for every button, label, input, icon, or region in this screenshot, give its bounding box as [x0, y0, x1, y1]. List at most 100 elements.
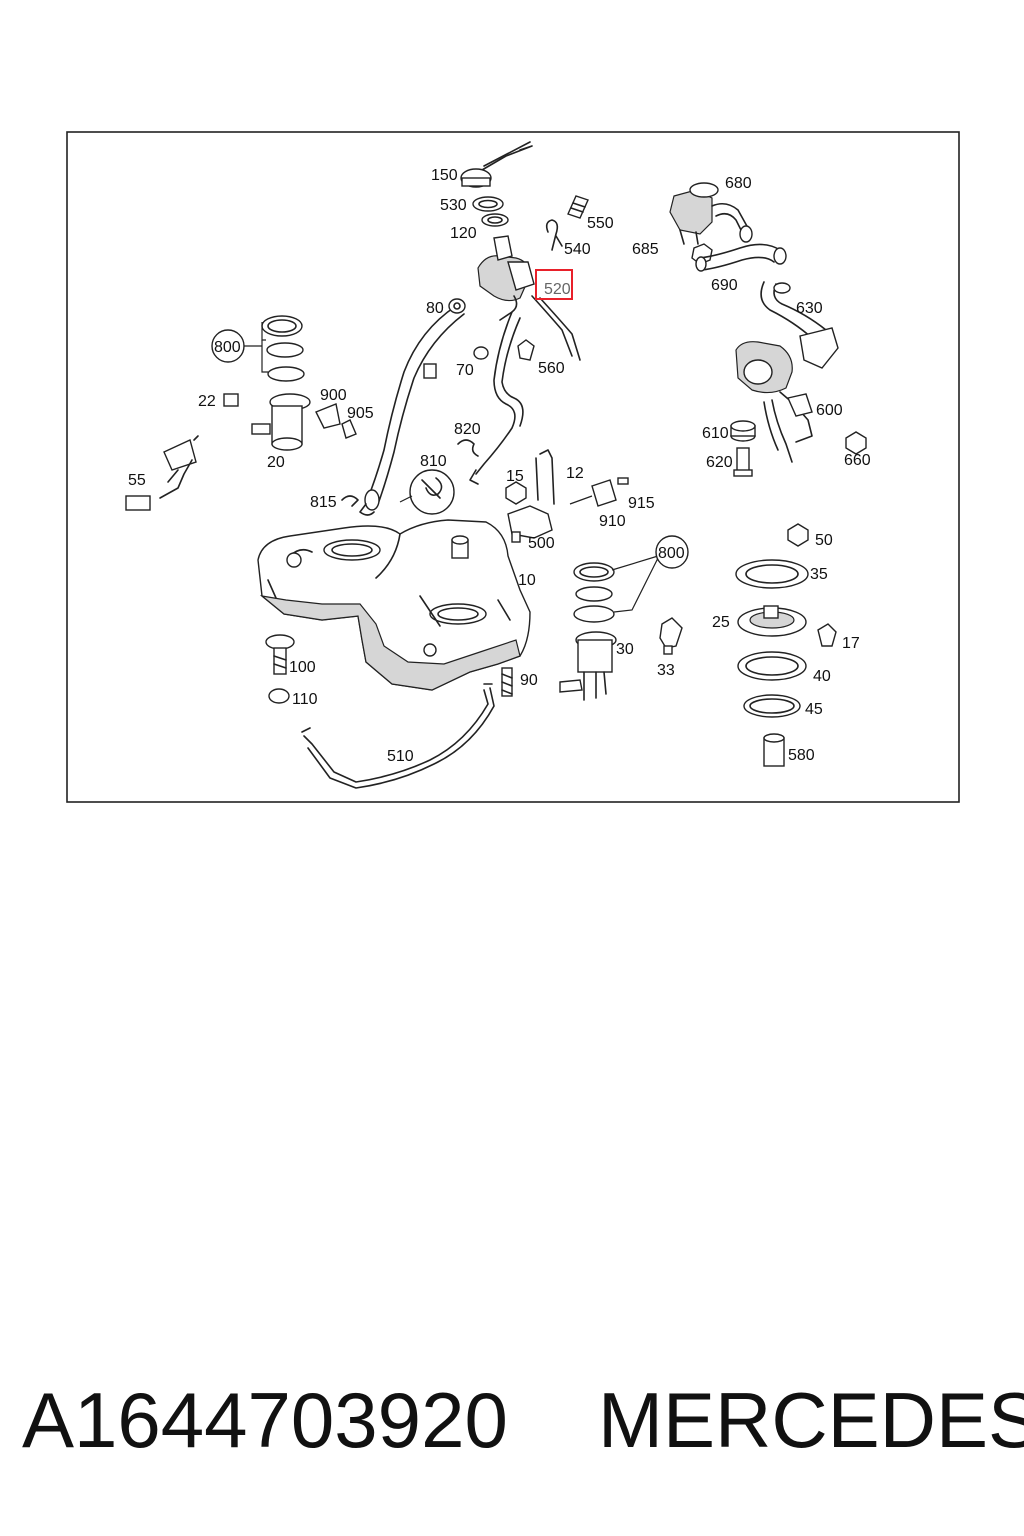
hose-550	[567, 195, 589, 219]
label-910: 910	[599, 513, 626, 530]
part-number: A1644703920	[22, 1376, 508, 1464]
filler-cap-150	[460, 141, 533, 188]
connector-17	[817, 623, 837, 647]
label-900: 900	[320, 387, 347, 404]
bolt-620	[733, 447, 753, 477]
flange-25	[737, 605, 807, 637]
nut-50	[787, 523, 809, 547]
filler-neck-assembly	[359, 235, 581, 516]
label-90: 90	[520, 672, 538, 689]
mount-100	[265, 634, 295, 675]
valve-910	[569, 479, 617, 507]
bushing-610	[730, 420, 756, 442]
hose-630	[760, 281, 839, 369]
label-17: 17	[842, 635, 860, 652]
label-15: 15	[506, 468, 524, 485]
screw-90	[501, 667, 513, 697]
nut-660	[845, 431, 867, 455]
grommet-80-hole	[453, 302, 461, 310]
seal-530	[472, 196, 504, 212]
gasket-800-right	[573, 605, 615, 623]
level-sensor-55	[125, 435, 199, 511]
label-33: 33	[657, 662, 675, 679]
label-560: 560	[538, 360, 565, 377]
label-100: 100	[289, 659, 316, 676]
ring-120	[481, 213, 509, 227]
ring-120-inner	[487, 216, 503, 224]
label-660: 660	[844, 452, 871, 469]
canister-600	[735, 341, 813, 463]
grommet-80	[448, 298, 466, 314]
tool-810	[399, 469, 455, 515]
ring-35	[735, 559, 809, 589]
sensor-500	[507, 505, 553, 543]
ring-800-right	[573, 562, 615, 582]
valve-905	[341, 419, 357, 439]
label-520: 520	[544, 281, 571, 298]
tensioning-ring-800-left	[261, 315, 303, 341]
label-30: 30	[616, 641, 634, 658]
label-580: 580	[788, 747, 815, 764]
brand-name: MERCEDES	[598, 1376, 1024, 1464]
seal-800-right	[575, 586, 613, 602]
nut-15	[505, 481, 527, 505]
valve-680	[669, 182, 753, 245]
label-810: 810	[420, 453, 447, 470]
label-540: 540	[564, 241, 591, 258]
label-600: 600	[816, 402, 843, 419]
label-70: 70	[456, 362, 474, 379]
label-620: 620	[706, 454, 733, 471]
hose-690	[695, 243, 787, 272]
valve-900	[315, 403, 341, 429]
label-630: 630	[796, 300, 823, 317]
highlight-box	[535, 269, 573, 300]
label-80: 80	[426, 300, 444, 317]
label-25: 25	[712, 614, 730, 631]
caption-bar: A1644703920 MERCEDES	[0, 1370, 1024, 1470]
label-530: 530	[440, 197, 467, 214]
label-35: 35	[810, 566, 828, 583]
label-110: 110	[292, 691, 318, 708]
bracket-12	[535, 449, 555, 505]
pump-30	[559, 631, 617, 701]
clip-820	[457, 439, 479, 457]
leader-800-right	[611, 555, 659, 613]
grommet-70	[473, 346, 489, 360]
label-915: 915	[628, 495, 655, 512]
label-815: 815	[310, 494, 337, 511]
label-905: 905	[347, 405, 374, 422]
pin-915	[617, 477, 629, 485]
label-40: 40	[813, 668, 831, 685]
bracket-22	[223, 393, 239, 407]
valve-33	[659, 617, 683, 655]
callout-label-800-left: 800	[214, 339, 241, 356]
label-685: 685	[632, 241, 659, 258]
label-55: 55	[128, 472, 146, 489]
clip-560	[517, 339, 535, 361]
label-20: 20	[267, 454, 285, 471]
label-550: 550	[587, 215, 614, 232]
label-820: 820	[454, 421, 481, 438]
label-22: 22	[198, 393, 216, 410]
fuel-tank-10	[257, 519, 531, 691]
o-ring-45-inner	[749, 698, 795, 714]
label-690: 690	[711, 277, 738, 294]
gasket-left	[267, 366, 305, 382]
leader-800-left	[261, 340, 268, 373]
seal-40	[737, 651, 807, 681]
label-680: 680	[725, 175, 752, 192]
seal-800-left	[266, 342, 304, 358]
label-500: 500	[528, 535, 555, 552]
label-10: 10	[518, 572, 536, 589]
callout-circle-800-right	[655, 535, 689, 569]
callout-label-800-right: 800	[658, 545, 685, 562]
label-120: 120	[450, 225, 477, 242]
label-50: 50	[815, 532, 833, 549]
label-510: 510	[387, 748, 414, 765]
clip-540	[545, 219, 563, 251]
ring-800-right-inner	[579, 566, 609, 578]
label-45: 45	[805, 701, 823, 718]
strap-510	[301, 683, 495, 789]
filter-580	[763, 733, 785, 767]
label-610: 610	[702, 425, 729, 442]
